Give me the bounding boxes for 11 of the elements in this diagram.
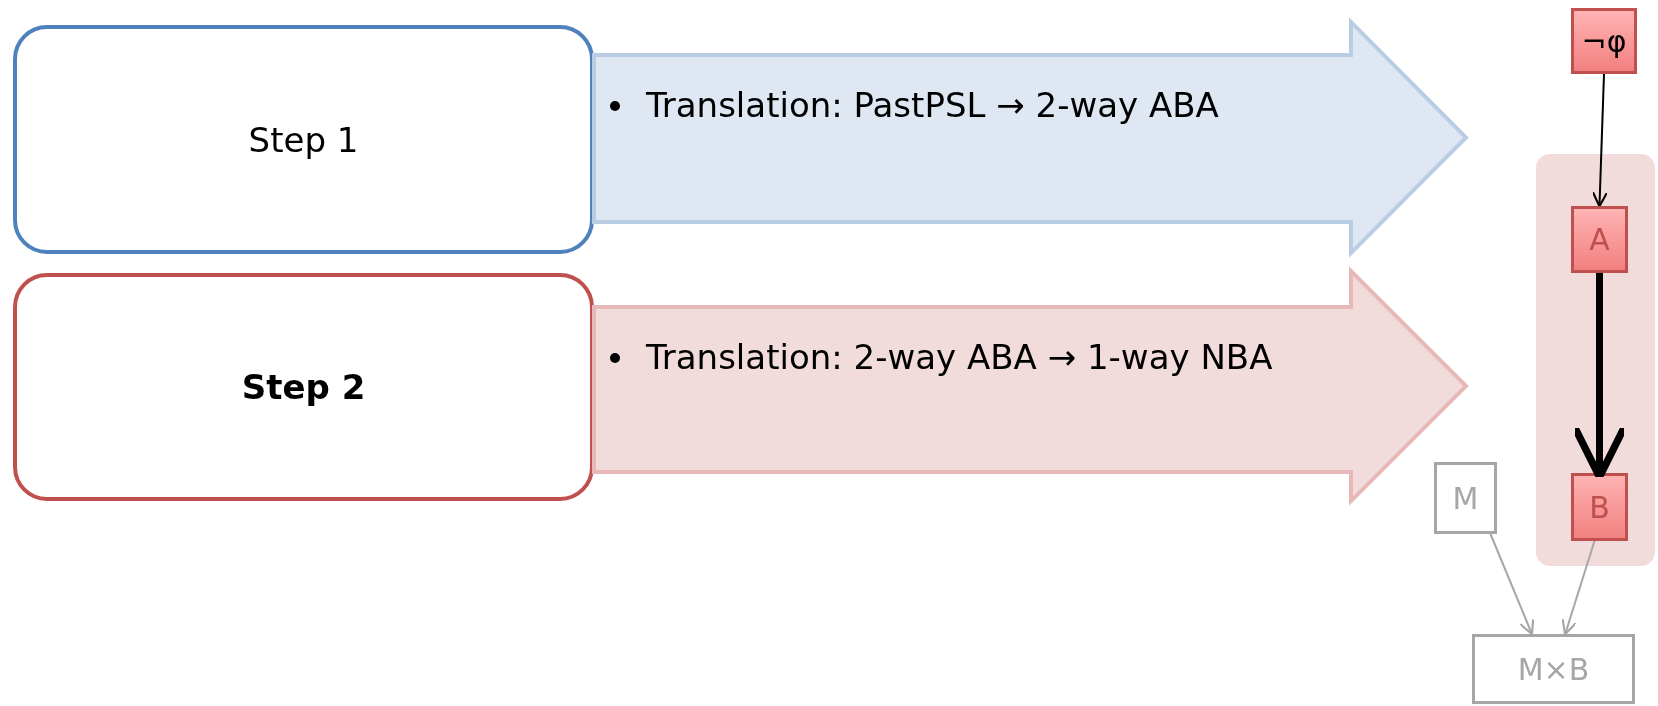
highlight-band (1536, 154, 1655, 566)
state-box: ¬φ (1571, 8, 1637, 74)
arrow (1489, 533, 1535, 636)
state-box: M×B (1472, 634, 1635, 704)
arrow (1591, 73, 1608, 208)
bullet-text: Translation: 2-way ABA → 1-way NBA (606, 331, 1286, 383)
state-box: B (1571, 473, 1628, 541)
state-box: M (1434, 462, 1497, 534)
arrow (1561, 540, 1596, 636)
state-box: A (1571, 206, 1628, 273)
bullet-text: Translation: PastPSL → 2-way ABA (606, 79, 1286, 131)
